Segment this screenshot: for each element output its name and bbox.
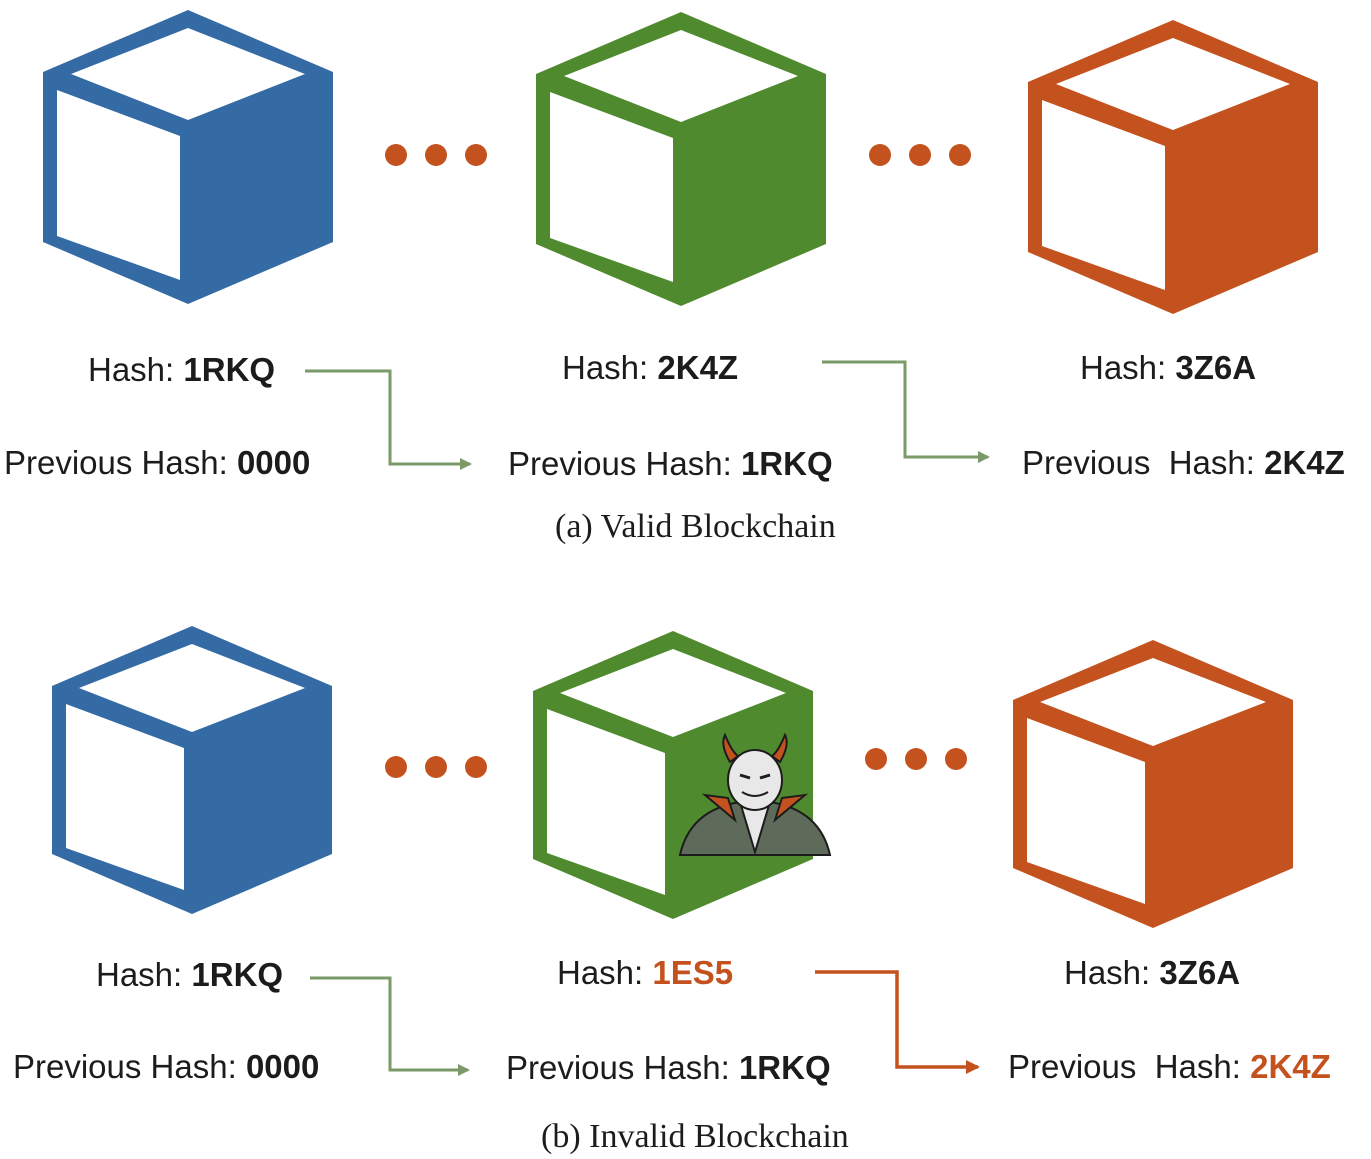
hash-link-arrow	[305, 369, 472, 470]
valid-block-3-icon	[1028, 20, 1318, 314]
ellipsis-dots-icon	[385, 144, 487, 166]
devil-attacker-icon	[678, 732, 832, 856]
ellipsis-dots-icon	[869, 144, 971, 166]
invalid-block-3-hash: Hash: 3Z6A	[1064, 954, 1241, 991]
valid-block-2-hash: Hash: 2K4Z	[562, 349, 739, 386]
broken-hash-link-arrow	[815, 970, 980, 1074]
valid-block-1-prev-hash: Previous Hash: 0000	[4, 444, 311, 481]
invalid-block-1-hash: Hash: 1RKQ	[96, 956, 284, 993]
valid-block-1-hash: Hash: 1RKQ	[88, 351, 276, 388]
valid-block-3-prev-hash: Previous Hash: 2K4Z	[1022, 444, 1345, 481]
invalid-block-1-icon	[52, 626, 332, 914]
valid-block-2-icon	[536, 12, 826, 306]
invalid-block-2-hash: Hash: 1ES5	[557, 954, 734, 991]
valid-block-2-prev-hash: Previous Hash: 1RKQ	[508, 445, 833, 482]
hash-link-arrow	[822, 360, 990, 463]
valid-block-3-hash: Hash: 3Z6A	[1080, 349, 1257, 386]
invalid-block-3-icon	[1013, 640, 1293, 928]
valid-block-1-icon	[43, 10, 333, 304]
ellipsis-dots-icon	[865, 748, 967, 770]
hash-link-arrow	[310, 976, 470, 1076]
valid-caption: (a) Valid Blockchain	[555, 508, 836, 545]
ellipsis-dots-icon	[385, 756, 487, 778]
invalid-block-2-prev-hash: Previous Hash: 1RKQ	[506, 1049, 831, 1086]
invalid-caption: (b) Invalid Blockchain	[541, 1118, 849, 1155]
invalid-block-1-prev-hash: Previous Hash: 0000	[13, 1048, 320, 1085]
invalid-block-3-prev-hash: Previous Hash: 2K4Z	[1008, 1048, 1331, 1085]
